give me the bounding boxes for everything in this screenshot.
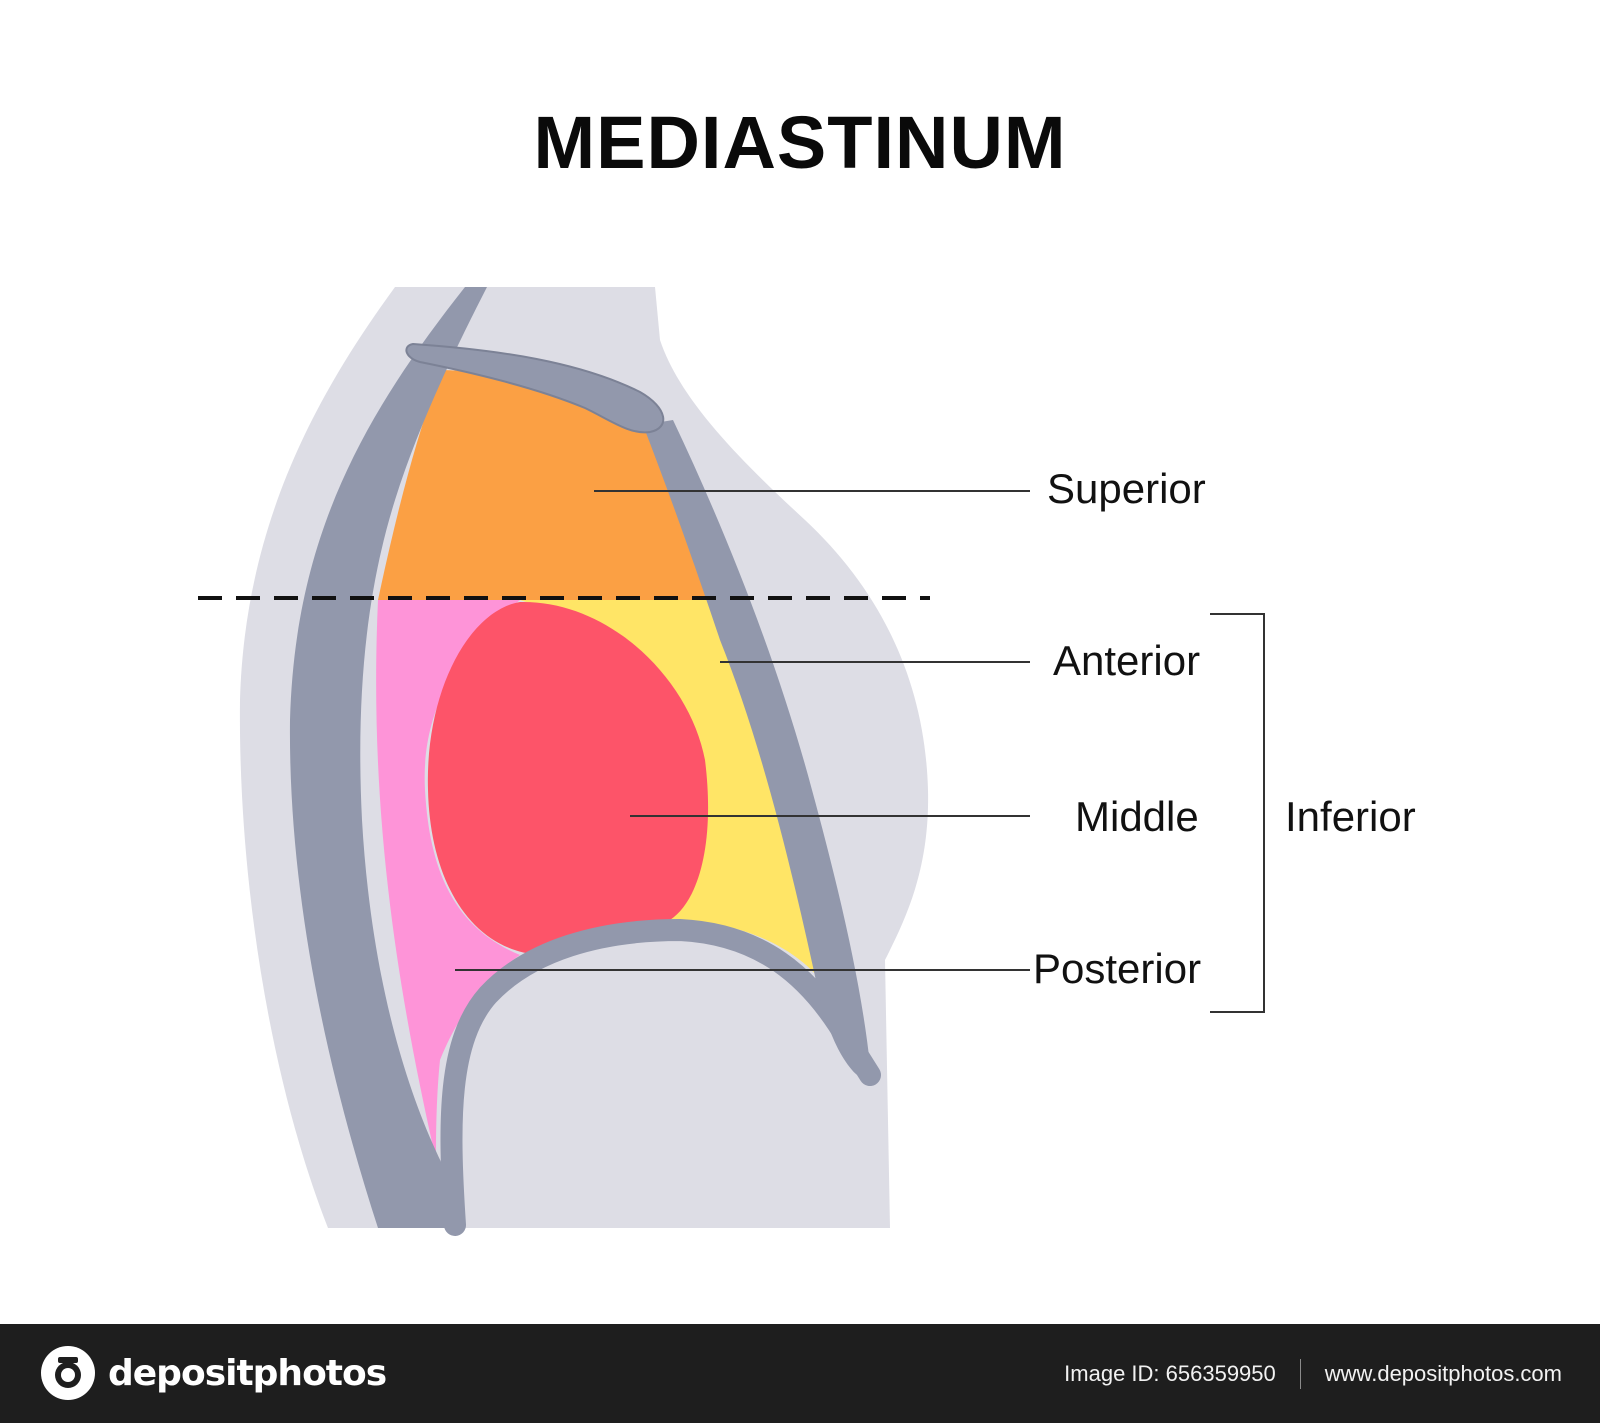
inferior-bracket xyxy=(1210,613,1265,1013)
footer-bar: depositphotos Image ID: 656359950 www.de… xyxy=(0,1324,1600,1423)
label-middle: Middle xyxy=(1075,793,1199,840)
brand-logo: depositphotos xyxy=(40,1342,387,1404)
site-url[interactable]: www.depositphotos.com xyxy=(1324,1360,1562,1386)
middle-region xyxy=(427,601,709,955)
clavicle xyxy=(405,342,665,434)
anterior-wall xyxy=(643,420,871,1078)
posterior-wall xyxy=(289,287,487,1228)
label-inferior: Inferior xyxy=(1285,793,1416,840)
diagram-title: MEDIASTINUM xyxy=(533,101,1067,184)
footer-separator xyxy=(1299,1358,1301,1389)
image-id: Image ID: 656359950 xyxy=(1064,1360,1276,1386)
label-superior: Superior xyxy=(1047,465,1206,512)
camera-icon xyxy=(41,1346,95,1400)
label-anterior: Anterior xyxy=(1053,637,1201,684)
diaphragm xyxy=(440,918,881,1236)
label-posterior: Posterior xyxy=(1033,945,1202,992)
footer-info: Image ID: 656359950 www.depositphotos.co… xyxy=(1064,1324,1562,1423)
posterior-region xyxy=(376,600,520,1160)
brand-name: depositphotos xyxy=(108,1352,387,1394)
